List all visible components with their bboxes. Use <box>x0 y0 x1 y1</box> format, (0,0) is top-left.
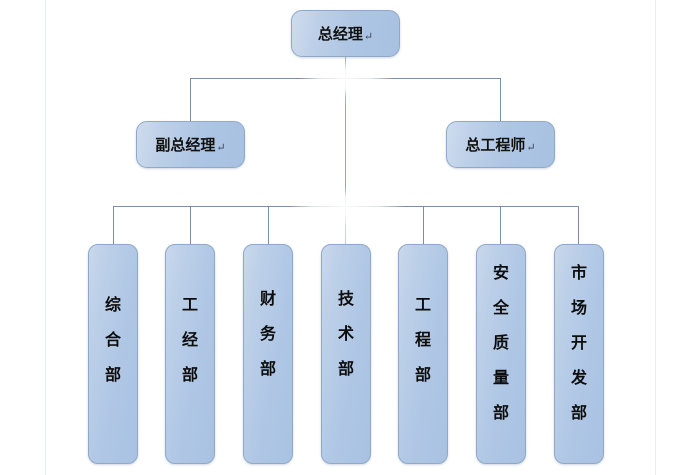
spine-crossing-highlight-lower <box>288 188 404 226</box>
connector-to-industrial-economy-dept <box>190 206 191 244</box>
connector-to-engineering-dept <box>500 206 501 244</box>
page-margin-guide-left <box>45 0 46 475</box>
paragraph-mark-icon: ↵ <box>216 141 226 154</box>
connector-to-safety-quality-dept <box>578 206 579 244</box>
connector-to-deputy-general-manager <box>190 78 191 121</box>
node-engineering-dept-label: 工 程 部 <box>414 295 431 384</box>
node-deputy-general-manager[interactable]: 副总经理↵ <box>136 121 245 168</box>
node-market-development-dept-label: 市 场 开 发 部 <box>570 263 587 422</box>
connector-to-general-affairs-dept <box>113 206 114 244</box>
node-safety-quality-dept-label: 安 全 质 量 部 <box>492 263 509 422</box>
node-chief-engineer-label: 总工程师↵ <box>465 136 536 154</box>
node-industrial-economy-dept-label: 工 经 部 <box>181 295 198 384</box>
paragraph-mark-icon: ↵ <box>526 141 536 154</box>
node-technology-dept[interactable]: 技 术 部 <box>321 244 371 464</box>
node-general-affairs-dept[interactable]: 综 合 部 <box>88 244 138 464</box>
node-safety-quality-dept[interactable]: 安 全 质 量 部 <box>476 244 526 464</box>
node-industrial-economy-dept[interactable]: 工 经 部 <box>165 244 215 464</box>
paragraph-mark-icon: ↵ <box>363 30 374 43</box>
node-finance-dept[interactable]: 财 务 部 <box>243 244 293 464</box>
connector-center-spine <box>345 57 346 244</box>
node-deputy-general-manager-label: 副总经理↵ <box>155 136 226 154</box>
connector-to-chief-engineer <box>500 78 501 121</box>
node-engineering-dept[interactable]: 工 程 部 <box>398 244 448 464</box>
node-general-affairs-dept-label: 综 合 部 <box>104 295 121 384</box>
connector-to-finance-dept <box>268 206 269 244</box>
page-margin-guide-right <box>655 0 656 475</box>
node-chief-engineer[interactable]: 总工程师↵ <box>446 121 555 168</box>
node-general-manager[interactable]: 总经理↵ <box>291 10 400 57</box>
node-general-manager-label: 总经理↵ <box>317 25 374 43</box>
node-market-development-dept[interactable]: 市 场 开 发 部 <box>554 244 604 464</box>
spine-crossing-highlight-upper <box>300 62 392 96</box>
node-technology-dept-label: 技 术 部 <box>337 289 354 378</box>
connector-to-technology-dept <box>423 206 424 244</box>
node-finance-dept-label: 财 务 部 <box>259 289 276 378</box>
